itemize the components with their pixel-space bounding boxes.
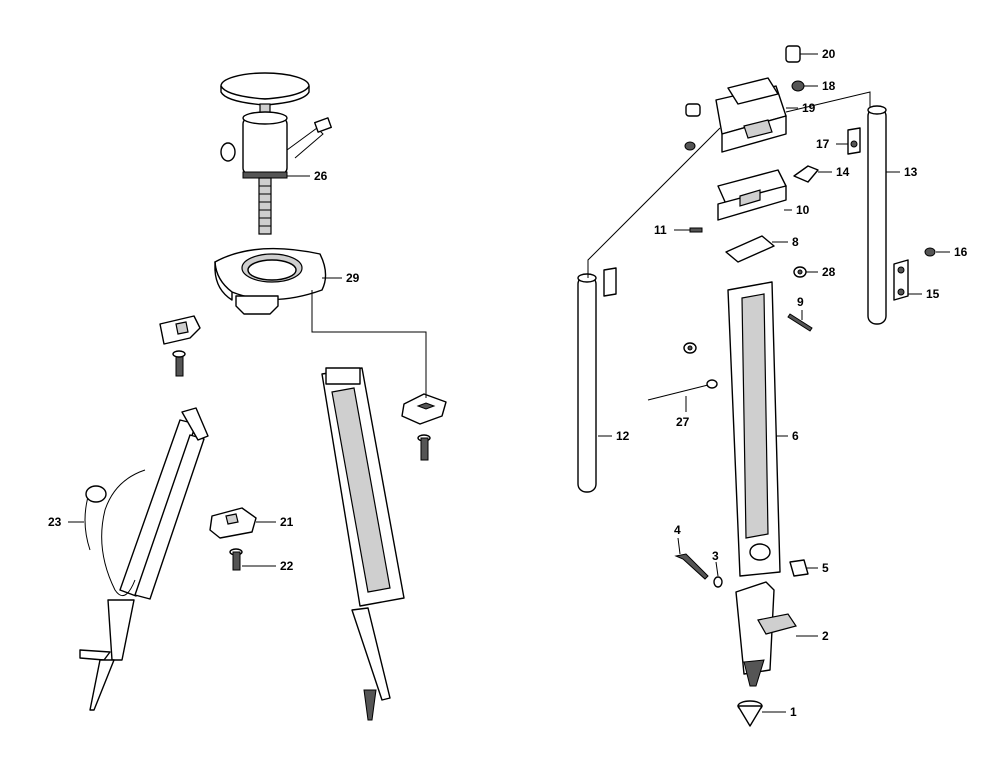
callout-3: 3 <box>712 549 719 563</box>
callout-28: 28 <box>822 265 836 279</box>
callout-20: 20 <box>822 47 836 61</box>
part-27-cable <box>647 379 718 401</box>
callout-4: 4 <box>674 523 681 537</box>
leader-29-hub <box>311 290 427 398</box>
callout-16: 16 <box>954 245 968 259</box>
callout-27: 27 <box>676 415 690 429</box>
callout-14: 14 <box>836 165 850 179</box>
part-20-pin <box>785 45 801 63</box>
callout-5: 5 <box>822 561 829 575</box>
part-3-washer <box>713 576 723 588</box>
callout-23: 23 <box>48 515 62 529</box>
part-6-leg-channel <box>727 281 781 577</box>
part-4-bolt <box>674 553 709 580</box>
part-29-mounting-plate <box>214 247 327 315</box>
callout-6: 6 <box>792 429 799 443</box>
part-14-knob <box>793 165 819 183</box>
part-8-plate <box>725 235 775 263</box>
part-washer-mid <box>683 342 697 354</box>
callout-18: 18 <box>822 79 836 93</box>
part-19-top-block <box>715 77 787 153</box>
callout-leaders <box>68 53 950 713</box>
part-15-bracket <box>893 259 909 301</box>
callout-15: 15 <box>926 287 940 301</box>
part-17-bracket <box>847 127 861 155</box>
callout-10: 10 <box>796 203 810 217</box>
callout-11: 11 <box>654 223 667 237</box>
leader-19-12 <box>587 127 721 278</box>
callout-13: 13 <box>904 165 918 179</box>
callout-17: 17 <box>816 137 830 151</box>
part-11-screw <box>689 227 703 233</box>
part-12-leg-tube <box>577 267 617 493</box>
part-9-bolt <box>787 313 813 332</box>
callout-22: 22 <box>280 559 294 573</box>
part-5-nut <box>789 559 809 577</box>
part-center-leg <box>321 367 405 721</box>
callout-labels: 1 2 3 4 5 6 8 9 10 11 12 13 14 15 16 17 … <box>48 47 968 719</box>
part-18-screw <box>791 80 805 92</box>
callout-29: 29 <box>346 271 360 285</box>
callout-1: 1 <box>790 705 797 719</box>
callout-12: 12 <box>616 429 630 443</box>
part-21-clamp-block <box>209 507 257 539</box>
part-16-screw <box>924 247 936 257</box>
part-13-leg-tube <box>867 105 887 325</box>
part-spider-hub <box>401 393 447 461</box>
part-23-folded-leg <box>79 407 209 711</box>
part-26-tripod-head <box>220 72 332 235</box>
callout-9: 9 <box>797 295 804 309</box>
part-10-clamp <box>717 169 787 221</box>
part-28-washer <box>793 266 807 278</box>
callout-21: 21 <box>280 515 294 529</box>
part-22-screw <box>229 548 243 571</box>
callout-19: 19 <box>802 101 816 115</box>
part-1-tip <box>737 700 763 727</box>
callout-2: 2 <box>822 629 829 643</box>
part-bracket-left <box>159 315 201 377</box>
callout-26: 26 <box>314 169 328 183</box>
part-pin-left <box>684 103 701 151</box>
callout-8: 8 <box>792 235 799 249</box>
part-2-foot <box>735 581 797 687</box>
leader-19-13 <box>785 91 871 113</box>
